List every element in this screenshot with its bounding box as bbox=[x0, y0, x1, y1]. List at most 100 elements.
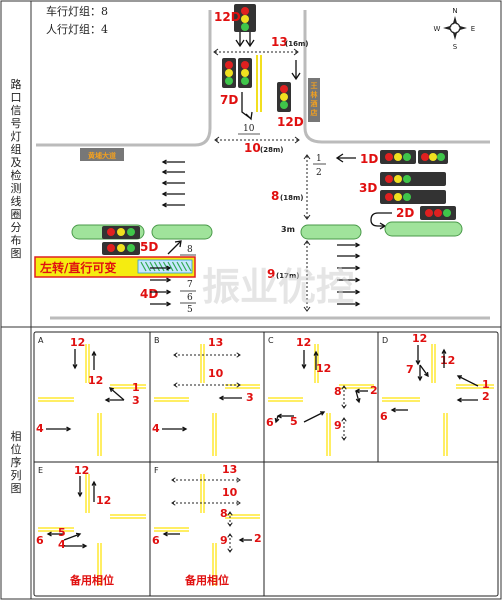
phase-num: 2 bbox=[254, 532, 262, 545]
phase-num: 4 bbox=[152, 422, 160, 435]
phase-num: 9 bbox=[220, 534, 228, 547]
lane-num-5: 5 bbox=[187, 305, 193, 315]
phase-num: 6 bbox=[266, 416, 274, 429]
phase-num: 8 bbox=[334, 385, 342, 398]
phase-num: 3 bbox=[132, 394, 140, 407]
phase-num: 12 bbox=[96, 494, 111, 507]
signal-label-4d: 4D bbox=[140, 287, 158, 301]
hotel-label-box bbox=[308, 78, 320, 122]
arrow-2d-uturn bbox=[370, 212, 392, 230]
side-char: 分 bbox=[11, 221, 22, 234]
west-road-label: 黄埔大道 bbox=[88, 151, 116, 160]
arrow bbox=[355, 390, 360, 403]
watermark: 振业优控 bbox=[202, 265, 354, 309]
intersection-layout: 车行灯组：8 人行灯组：4 N S E W 12D 13 (16m) bbox=[34, 4, 490, 320]
signal-label-7d: 7D bbox=[220, 93, 238, 107]
arrow bbox=[109, 387, 125, 401]
side-char: 及 bbox=[11, 156, 22, 169]
compass-e: E bbox=[471, 25, 475, 33]
signal-label-3d: 3D bbox=[359, 181, 377, 195]
phase-id: D bbox=[382, 336, 388, 345]
phase-num: 12 bbox=[412, 332, 427, 345]
phase-num: 2 bbox=[482, 390, 490, 403]
side-char: 序 bbox=[11, 455, 22, 469]
island-mid-east bbox=[300, 224, 362, 240]
phase-num: 2 bbox=[370, 384, 378, 397]
arrow bbox=[419, 364, 429, 377]
phase-num: 1 bbox=[482, 378, 490, 391]
arrow-7d-turn bbox=[241, 92, 253, 121]
phase-num: 4 bbox=[36, 422, 44, 435]
three-m-label: 3m bbox=[281, 225, 295, 234]
phase-num: 5 bbox=[290, 415, 298, 428]
phase-num: 12 bbox=[316, 362, 331, 375]
phase-num: 6 bbox=[152, 534, 160, 547]
side-char: 信 bbox=[11, 104, 22, 117]
phase-num: 13 bbox=[208, 336, 223, 349]
arrow bbox=[303, 411, 325, 423]
phase-id: A bbox=[38, 336, 44, 345]
variable-lane-text: 左转/直行可变 bbox=[39, 260, 116, 275]
signal-label-1d: 1D bbox=[360, 152, 378, 166]
phase-num: 12 bbox=[440, 354, 455, 367]
phase-num: 12 bbox=[88, 374, 103, 387]
vehicle-group-count: 车行灯组：8 bbox=[46, 4, 108, 18]
phase-num: 3 bbox=[246, 391, 254, 404]
phase-id: F bbox=[154, 466, 159, 475]
phase-num: 4 bbox=[58, 538, 66, 551]
phase-num: 6 bbox=[380, 410, 388, 423]
signal-label-5d: 5D bbox=[140, 240, 158, 254]
num-13: 13 bbox=[271, 35, 288, 49]
phase-num: 10 bbox=[222, 486, 238, 499]
num-8-len: (18m) bbox=[280, 194, 303, 202]
arrow bbox=[63, 533, 81, 541]
side-char: 口 bbox=[11, 91, 22, 104]
side-char: 位 bbox=[11, 442, 22, 456]
ped-group-count: 人行灯组：4 bbox=[46, 22, 108, 36]
phase-num: 6 bbox=[36, 534, 44, 547]
westbound-arrows bbox=[161, 159, 185, 208]
compass-icon: N S E W bbox=[434, 7, 476, 51]
lane-num-10-north: 10 bbox=[243, 124, 255, 134]
phase-num: 12 bbox=[70, 336, 85, 349]
compass-w: W bbox=[434, 25, 441, 33]
arrow-12d-right-down bbox=[291, 60, 301, 81]
side-char: 线 bbox=[11, 194, 22, 208]
compass-n: N bbox=[452, 7, 457, 15]
lane-num-1: 1 bbox=[316, 154, 322, 164]
num-10: 10 bbox=[244, 141, 261, 155]
phase-num: 1 bbox=[132, 381, 140, 394]
west-road-label-box bbox=[80, 148, 124, 161]
side-char: 号 bbox=[11, 117, 22, 130]
arrow-5d-turn bbox=[167, 240, 182, 255]
side-char: 相 bbox=[11, 430, 22, 443]
compass-s: S bbox=[453, 43, 458, 51]
phase-num: 13 bbox=[222, 463, 237, 476]
arrow-12d-down bbox=[235, 32, 245, 48]
lane-num-7: 7 bbox=[187, 280, 193, 290]
phase-num: 8 bbox=[220, 507, 228, 520]
variable-lane-led bbox=[137, 259, 193, 274]
arrow-1d-left bbox=[335, 153, 356, 163]
phase-num: 12 bbox=[74, 464, 89, 477]
side-char: 布 bbox=[11, 234, 22, 247]
phase-grid-frame bbox=[33, 331, 499, 597]
side-char: 灯 bbox=[11, 130, 22, 143]
side-char: 检 bbox=[11, 168, 22, 182]
lane-num-6: 6 bbox=[187, 293, 193, 303]
phase-num: 9 bbox=[334, 419, 342, 432]
side-char: 圈 bbox=[11, 208, 22, 221]
num-8: 8 bbox=[271, 189, 279, 203]
signal-label-12d-top: 12D bbox=[214, 10, 241, 24]
phase-id: C bbox=[268, 336, 274, 345]
signal-label-2d: 2D bbox=[396, 206, 414, 220]
side-char: 列 bbox=[11, 468, 22, 482]
side-char: 图 bbox=[11, 247, 22, 260]
num-9-len: (17m) bbox=[276, 272, 299, 280]
